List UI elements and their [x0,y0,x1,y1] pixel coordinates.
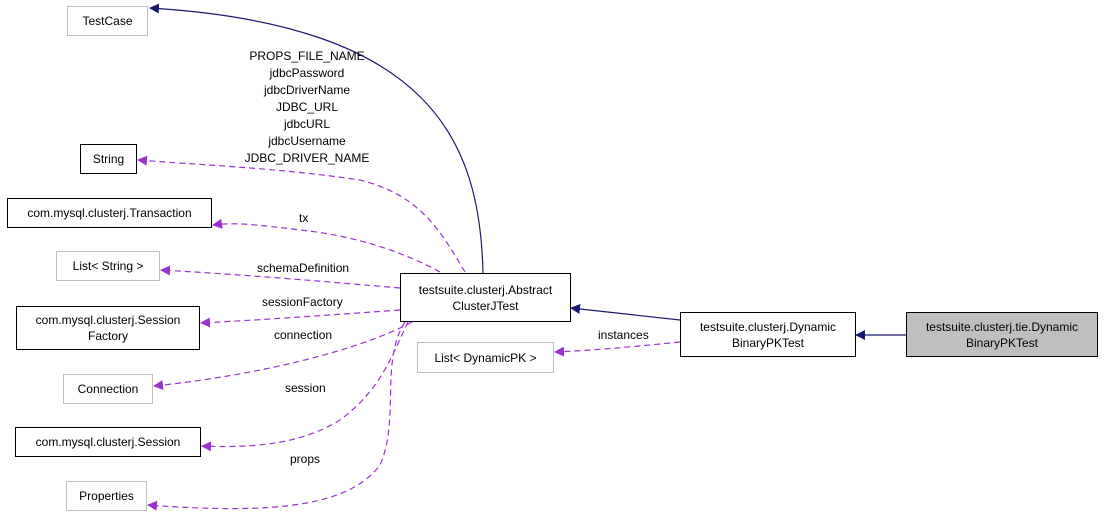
node-string-label: String [92,152,125,166]
edge-instances [554,341,681,357]
edge-tx [212,218,441,273]
session-label: session [285,381,326,395]
field-jdbc-url: jdbcURL [283,117,331,131]
node-session[interactable]: com.mysql.clusterj.Session [15,427,201,457]
node-list-dynamicpk[interactable]: List< DynamicPK > [417,342,554,373]
node-abstract-line1: testsuite.clusterj.Abstract [418,282,553,297]
node-dynamic-binarypk-test[interactable]: testsuite.clusterj.Dynamic BinaryPKTest [680,312,856,357]
field-jdbc-password: jdbcPassword [269,66,345,80]
string-fields-label: PROPS_FILE_NAME jdbcPassword jdbcDriverN… [220,48,394,167]
edge-string [137,155,466,273]
node-session-factory[interactable]: com.mysql.clusterj.Session Factory [16,306,200,350]
node-abstract-line2: ClusterJTest [452,298,519,313]
node-string[interactable]: String [80,144,137,174]
node-abstract-clusterj-test[interactable]: testsuite.clusterj.Abstract ClusterJTest [400,273,571,322]
node-tie-dynamic-binarypk-test[interactable]: testsuite.clusterj.tie.Dynamic BinaryPKT… [906,312,1098,357]
tx-label: tx [299,211,309,225]
schema-definition-label: schemaDefinition [257,261,350,275]
instances-label: instances [598,328,649,342]
node-session-label: com.mysql.clusterj.Session [35,435,181,449]
node-list-string[interactable]: List< String > [56,251,160,281]
field-props-file-name: PROPS_FILE_NAME [249,49,365,63]
node-properties[interactable]: Properties [66,481,147,511]
edge-schema-definition [160,265,401,289]
edge-session [201,321,409,452]
node-session-factory-line1: com.mysql.clusterj.Session [35,313,181,327]
node-list-string-label: List< String > [72,259,144,273]
field-jdbc-url-const: JDBC_URL [275,100,338,114]
node-testcase[interactable]: TestCase [67,6,148,36]
edge-connection [153,321,413,391]
field-jdbc-username: jdbcUsername [268,134,346,148]
node-tie-line2: BinaryPKTest [965,335,1039,350]
node-tie-line1: testsuite.clusterj.tie.Dynamic [925,319,1079,334]
edge-abstract-testcase [149,3,484,274]
node-list-dynamicpk-label: List< DynamicPK > [434,350,537,365]
node-connection-label: Connection [77,382,139,396]
node-properties-label: Properties [79,489,134,503]
node-connection[interactable]: Connection [63,374,153,404]
node-transaction-label: com.mysql.clusterj.Transaction [27,206,192,220]
edge-dynamic-abstract [570,304,681,321]
node-transaction[interactable]: com.mysql.clusterj.Transaction [7,198,212,228]
session-factory-label: sessionFactory [262,295,343,309]
edge-props [147,321,406,511]
connection-label: connection [274,328,333,342]
edge-session-factory [200,309,401,328]
node-session-factory-line2: Factory [87,329,128,343]
node-dynamic-line2: BinaryPKTest [731,335,805,350]
field-jdbc-driver-name: jdbcDriverName [263,83,351,97]
node-testcase-label: TestCase [82,14,133,28]
props-label: props [290,452,321,466]
field-jdbc-driver-name-const: JDBC_DRIVER_NAME [244,151,370,165]
node-dynamic-line1: testsuite.clusterj.Dynamic [699,319,837,334]
